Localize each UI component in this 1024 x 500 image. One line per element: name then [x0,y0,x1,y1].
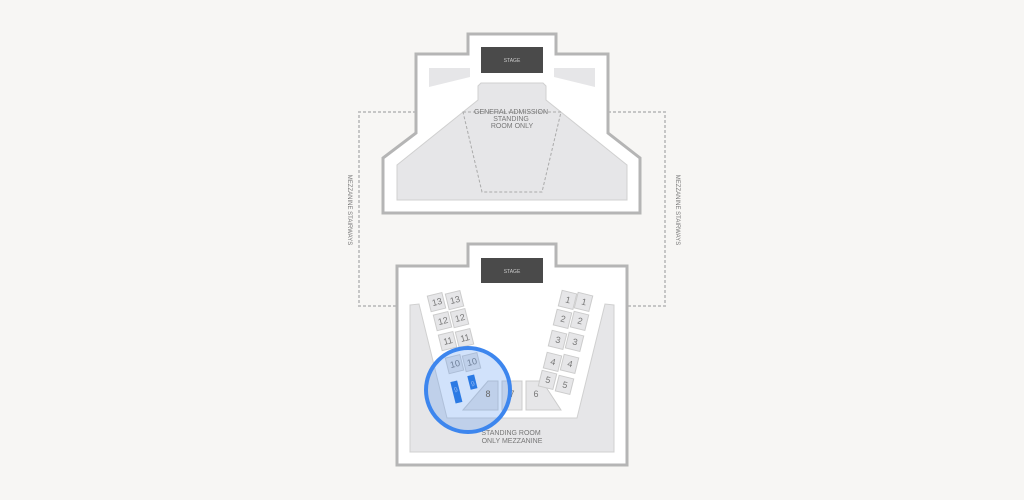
row-label: 2 [576,316,583,327]
section-6[interactable] [525,380,562,411]
seat-block-row-12[interactable]: 12 [449,307,470,329]
row-label: 11 [459,332,470,344]
row-label: 3 [571,337,578,348]
row-label: 3 [554,335,561,346]
seat-block-row-9[interactable]: 9 [450,380,463,404]
section-7-label: 7 [509,389,514,399]
upper-right-wing [554,68,595,87]
seat-block-row-9[interactable]: 9 [467,374,478,390]
upper-stage [481,47,543,73]
stairway-path [358,111,666,307]
right-stairway-label: MEZZANINE STAIRWAYS [674,175,680,245]
seat-block-row-13[interactable]: 13 [426,291,447,313]
seat-block-row-10[interactable]: 10 [461,351,482,373]
row-label: 13 [449,294,461,306]
seat-block-row-10[interactable]: 10 [444,353,465,375]
upper-stage-label: STAGE [504,58,521,64]
row-label: 2 [559,314,566,325]
seat-block-row-11[interactable]: 11 [437,330,458,352]
row-label: 10 [449,358,461,370]
ga-standing-section[interactable] [396,82,628,201]
row-label: 10 [466,356,478,368]
seat-block-row-12[interactable]: 12 [432,310,453,332]
seat-block-row-1[interactable]: 1 [557,289,578,311]
row-label: 12 [454,312,466,324]
lower-level: STAGE STANDING ROOM ONLY MEZZANINE 7 6 1… [395,242,629,467]
sro-label: STANDING ROOM ONLY MEZZANINE [481,430,542,445]
sro-mezzanine-section[interactable] [409,303,615,453]
lower-stage-label: STAGE [504,269,521,275]
row-label: 13 [431,296,443,308]
ga-label: GENERAL ADMISSION STANDING ROOM ONLY [474,109,550,130]
seat-block-row-3[interactable]: 3 [564,331,585,353]
row-label: 5 [561,380,568,391]
row-label: 1 [564,295,571,306]
row-label: 11 [442,335,453,347]
seat-block-row-2[interactable]: 2 [569,310,590,332]
section-6-label: 6 [533,389,538,399]
seat-block-row-13[interactable]: 13 [444,289,465,311]
row-label: 12 [437,315,449,327]
seat-block-row-11[interactable]: 11 [454,327,475,349]
upper-level: STAGE GENERAL ADMISSION STANDING ROOM ON… [381,32,642,215]
seat-block-row-4[interactable]: 4 [542,351,563,373]
seat-block-row-2[interactable]: 2 [552,308,573,330]
seat-block-row-4[interactable]: 4 [559,353,580,375]
row-label: 5 [544,375,551,386]
selection-highlight [424,346,512,434]
row-label: 4 [566,359,573,370]
row-label: 9 [470,381,476,389]
row-label: 9 [453,387,459,395]
row-label: 4 [549,357,556,368]
seat-block-row-5[interactable]: 5 [537,369,558,391]
seat-block-row-5[interactable]: 5 [554,374,575,396]
left-stairway-label: MEZZANINE STAIRWAYS [346,175,352,245]
lower-stage [481,258,543,283]
section-8[interactable] [461,380,499,411]
row-label: 1 [580,297,587,308]
upper-left-wing [429,68,470,87]
section-8-label: 8 [485,389,490,399]
seat-block-row-3[interactable]: 3 [547,329,568,351]
seat-block-row-1[interactable]: 1 [573,291,594,313]
ga-pit-outline [462,111,562,193]
